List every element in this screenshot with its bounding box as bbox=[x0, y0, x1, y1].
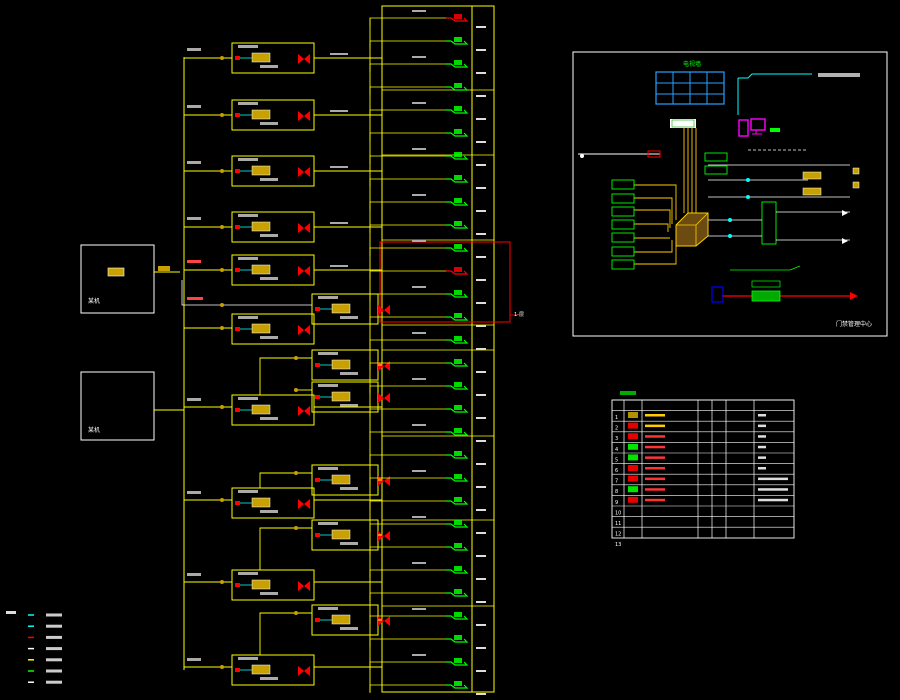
branch-group bbox=[184, 211, 382, 243]
legend-row-index: 8 bbox=[615, 489, 618, 495]
riser-device-symbols: 1-层 bbox=[369, 10, 524, 695]
legend-row-index: 9 bbox=[615, 500, 618, 506]
source-box-upper-label: 某机 bbox=[88, 297, 100, 305]
riser-column bbox=[381, 5, 495, 693]
riser-device bbox=[369, 516, 486, 534]
riser-device bbox=[369, 221, 486, 235]
legend-row-index: 3 bbox=[615, 436, 618, 442]
riser-label: 1-层 bbox=[514, 312, 524, 318]
riser-device bbox=[369, 654, 486, 672]
riser-device bbox=[369, 635, 486, 649]
upper-branch-groups bbox=[184, 42, 390, 345]
left-device-column bbox=[611, 179, 635, 270]
system-footer-label: 门禁管理中心 bbox=[836, 320, 872, 328]
riser-device bbox=[369, 589, 486, 603]
branch-group bbox=[184, 42, 382, 74]
system-diagram: 电视墙 bbox=[572, 51, 888, 337]
branch-group bbox=[184, 155, 382, 187]
source-box-lower-label: 某机 bbox=[88, 426, 100, 434]
riser-device bbox=[369, 543, 486, 557]
riser-device bbox=[369, 405, 486, 419]
source-box-upper: 某机 bbox=[80, 244, 155, 314]
branch-group bbox=[184, 293, 390, 345]
pc-workstation-icon bbox=[738, 118, 766, 137]
riser-device bbox=[369, 562, 486, 580]
source-connector bbox=[158, 266, 170, 271]
riser-device bbox=[369, 56, 486, 74]
riser-device bbox=[369, 37, 486, 51]
central-switch-cube bbox=[675, 212, 709, 247]
lower-branch-groups bbox=[184, 349, 390, 686]
riser-device bbox=[369, 194, 486, 212]
branch-group bbox=[184, 254, 382, 286]
riser-device bbox=[369, 175, 486, 189]
legend-row-index: 1 bbox=[615, 415, 618, 421]
controller-box bbox=[670, 119, 696, 128]
branch-group bbox=[184, 519, 390, 601]
ups-icon bbox=[711, 286, 724, 303]
riser-device bbox=[369, 451, 486, 465]
branch-group bbox=[184, 349, 390, 426]
riser-device bbox=[369, 497, 486, 511]
branch-group bbox=[184, 464, 390, 519]
source-box-lower: 某机 bbox=[80, 371, 155, 441]
legend-row-index: 2 bbox=[615, 426, 618, 432]
legend-row-index: 11 bbox=[615, 521, 621, 527]
legend-row-index: 6 bbox=[615, 468, 618, 474]
riser-device bbox=[369, 129, 486, 143]
riser-device bbox=[369, 148, 486, 166]
line-type-key bbox=[6, 611, 62, 684]
source-feed-lines bbox=[154, 271, 184, 411]
highlight-region bbox=[379, 241, 518, 323]
branch-group bbox=[184, 99, 382, 131]
riser-device bbox=[369, 102, 486, 120]
tv-wall: 电视墙 bbox=[655, 60, 725, 105]
tv-wall-label: 电视墙 bbox=[683, 60, 701, 68]
riser-device bbox=[369, 267, 486, 281]
legend-row-index: 7 bbox=[615, 479, 618, 485]
riser-device bbox=[369, 286, 486, 304]
legend-row-index: 4 bbox=[615, 447, 618, 453]
legend-row-index: 10 bbox=[615, 510, 621, 516]
riser-device bbox=[369, 332, 486, 350]
legend-row-index: 5 bbox=[615, 457, 618, 463]
legend-row-index: 13 bbox=[615, 542, 621, 548]
riser-device bbox=[369, 240, 486, 258]
trunk-jumper bbox=[181, 280, 184, 306]
riser-device bbox=[369, 681, 486, 695]
branch-group bbox=[184, 604, 390, 686]
riser-device bbox=[369, 424, 486, 442]
riser-device bbox=[369, 10, 486, 28]
riser-device bbox=[369, 378, 486, 396]
legend-row-index: 12 bbox=[615, 532, 621, 538]
